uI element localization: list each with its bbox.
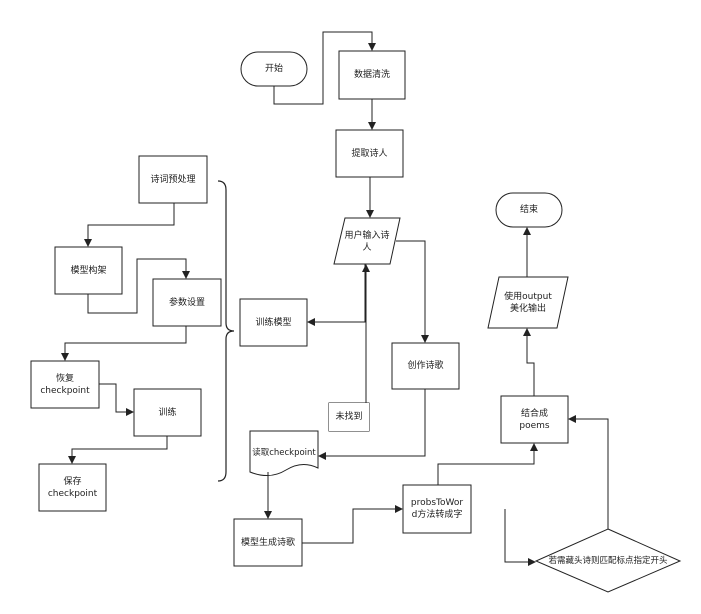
connector-acrostic-to-combine: [568, 415, 609, 529]
model-build-box: [54, 246, 123, 295]
not-found-box: [328, 402, 370, 432]
preprocess-box: [138, 155, 208, 204]
connector-preprocess-to-build: [84, 203, 175, 247]
create-poem-box: [391, 342, 460, 390]
data-clean-box: [338, 50, 406, 100]
restore-ckpt-box: [30, 360, 100, 409]
connector-input-to-train: [307, 264, 366, 326]
connector-create-to-read: [318, 389, 426, 460]
train-box: [133, 388, 202, 437]
connector-param-to-restore: [61, 326, 187, 361]
group-bracket: [217, 180, 235, 482]
extract-poets-box: [335, 129, 404, 178]
connector-restore-to-train: [99, 383, 134, 416]
connector-probs-to-acrostic: [504, 509, 536, 566]
save-ckpt-box: [38, 463, 107, 512]
combine-box: [500, 395, 569, 444]
connector-combine-to-beautify: [523, 328, 535, 396]
connector-probs-to-combine: [437, 443, 538, 485]
train-model-box: [239, 298, 308, 347]
read-ckpt-document: [249, 430, 319, 476]
probs-to-word-box: [402, 484, 472, 534]
connector-train-to-save: [68, 436, 168, 464]
acrostic-decision: [534, 528, 682, 593]
start-terminator: [240, 51, 308, 87]
user-input-parallelogram: [333, 217, 401, 265]
param-set-box: [152, 278, 222, 327]
beautify-parallelogram: [487, 276, 569, 329]
connector-generate-to-probs: [302, 505, 403, 544]
model-generate-box: [233, 518, 303, 567]
connector-input-to-create: [396, 240, 429, 343]
connector-build-to-param: [87, 258, 190, 314]
connector-start-to-clean: [273, 31, 376, 105]
end-terminator: [495, 192, 563, 228]
